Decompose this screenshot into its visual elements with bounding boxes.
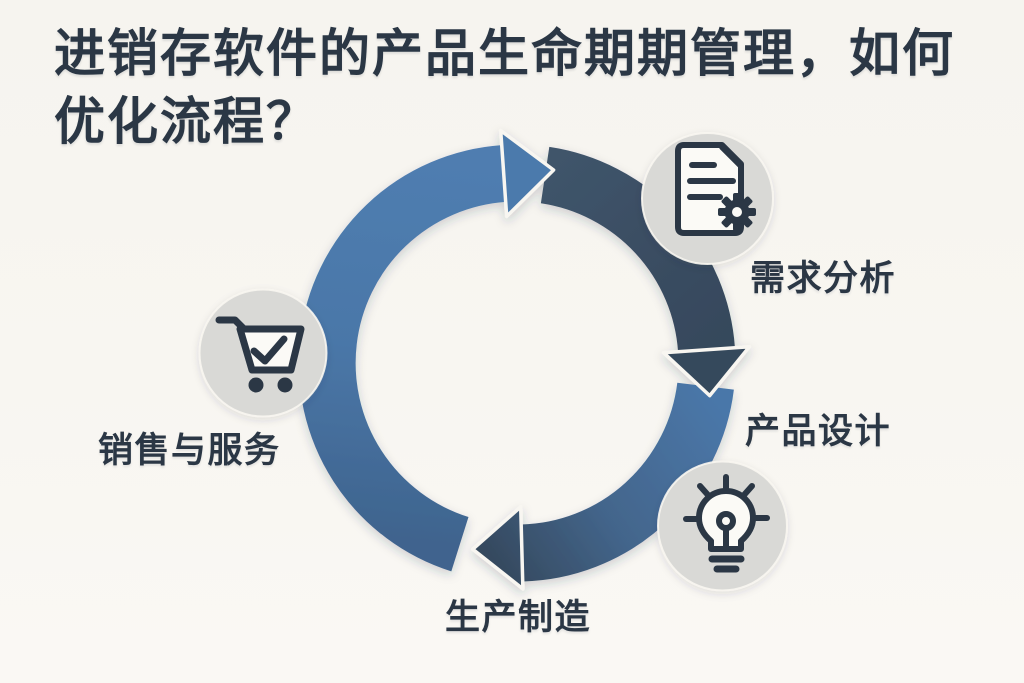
stage-label-design: 产品设计 <box>745 412 892 451</box>
arc-segment-left-top <box>298 145 507 572</box>
cart-check-icon <box>215 316 305 393</box>
lightbulb-icon <box>683 474 770 573</box>
arrow-bottom-icon <box>471 505 525 591</box>
arrow-top-icon <box>498 128 556 219</box>
document-gear-icon <box>675 142 756 236</box>
page-title: 进销存软件的产品生命期期管理，如何 优化流程？ <box>54 25 956 150</box>
arrow-right-icon <box>661 344 752 398</box>
stage-label-requirements: 需求分析 <box>750 259 897 298</box>
arc-segment-bottom <box>520 382 734 582</box>
stage-label-sales: 销售与服务 <box>98 431 281 470</box>
stage-label-manufacturing: 生产制造 <box>445 598 592 637</box>
